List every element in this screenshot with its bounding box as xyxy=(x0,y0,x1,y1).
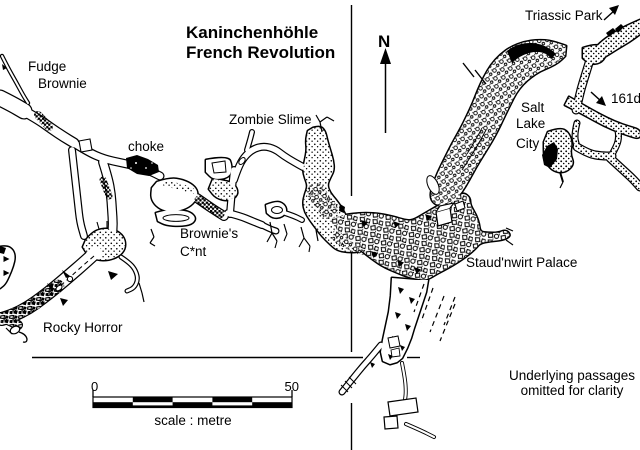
svg-text:Lake: Lake xyxy=(516,116,545,131)
svg-text:City: City xyxy=(516,136,539,151)
svg-text:scale : metre: scale : metre xyxy=(154,413,231,428)
svg-text:Rocky Horror: Rocky Horror xyxy=(43,320,123,335)
svg-text:Underlying passages: Underlying passages xyxy=(509,368,635,383)
svg-text:Brownie: Brownie xyxy=(38,76,87,91)
svg-text:161d: 161d xyxy=(611,91,640,106)
svg-text:Kaninchenhöhle: Kaninchenhöhle xyxy=(186,23,318,42)
svg-text:Salt: Salt xyxy=(521,100,545,115)
svg-text:C*nt: C*nt xyxy=(180,244,207,259)
svg-text:choke: choke xyxy=(128,139,164,154)
svg-text:50: 50 xyxy=(285,379,299,394)
svg-text:omitted for clarity: omitted for clarity xyxy=(521,383,624,398)
svg-text:Fudge: Fudge xyxy=(28,59,66,74)
svg-text:Brownie's: Brownie's xyxy=(180,226,238,241)
svg-text:Zombie Slime: Zombie Slime xyxy=(229,112,312,127)
svg-text:0: 0 xyxy=(91,379,98,394)
svg-text:French Revolution: French Revolution xyxy=(186,43,335,62)
svg-text:Triassic Park: Triassic Park xyxy=(525,8,603,23)
svg-text:Staud'nwirt Palace: Staud'nwirt Palace xyxy=(466,255,577,270)
svg-text:N: N xyxy=(378,32,390,51)
